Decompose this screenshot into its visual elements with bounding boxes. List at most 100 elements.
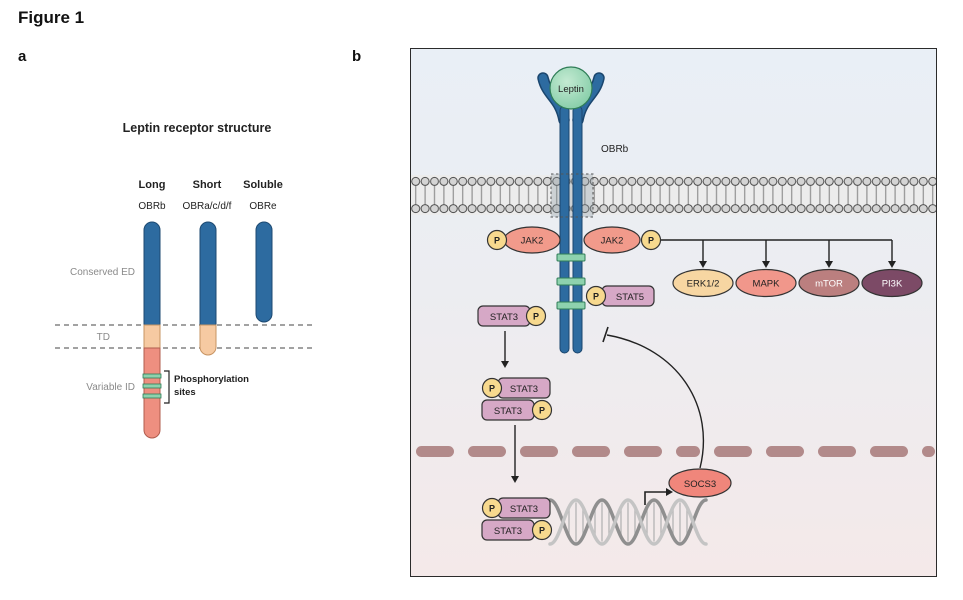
phospho-site-band	[142, 373, 162, 379]
panel-a-title: Leptin receptor structure	[123, 121, 272, 135]
arrowhead	[762, 261, 770, 268]
stat5-label: STAT5	[616, 292, 644, 303]
stat3-label: STAT3	[510, 384, 538, 395]
stat3-label: STAT3	[494, 526, 522, 537]
arrowhead	[825, 261, 833, 268]
stat3-dimer-nucleus: STAT3 P STAT3 P	[481, 497, 553, 541]
long-td-segment	[143, 324, 161, 349]
receptor-phospho-band	[556, 253, 586, 262]
pathway-mapk	[735, 268, 797, 298]
receptor-phospho-band	[556, 277, 586, 286]
receptor-phospho-band	[556, 301, 586, 310]
stat3-dimer-cytoplasm: STAT3 P STAT3 P	[481, 377, 553, 421]
transmembrane-dashed-box	[550, 173, 594, 218]
receptor-soluble-obre	[255, 221, 273, 323]
phospho-p-circle	[481, 377, 503, 399]
pathway-pi3k	[861, 268, 923, 298]
panel-b-border	[410, 48, 937, 577]
arrowhead	[511, 476, 519, 483]
nuclear-membrane-segment	[922, 446, 935, 457]
phospho-p-label: P	[648, 236, 654, 246]
phospho-annotation-line1: Phosphorylation	[174, 374, 249, 385]
isoform-type-long: Long	[139, 179, 166, 191]
receptor-long-obrb	[142, 221, 162, 439]
phospho-p-circle	[585, 285, 607, 307]
phospho-p-label: P	[539, 406, 545, 416]
panel-b-diagram: ERK1/2 MAPK mTOR PI3K Leptin OBRb JAK2 J…	[410, 48, 937, 577]
long-id-segment	[143, 347, 161, 439]
panel-b-label: b	[352, 48, 362, 65]
nuclear-membrane-segment	[468, 446, 506, 457]
phospho-p-label: P	[539, 526, 545, 536]
panel-a-diagram: Leptin receptor structure Long Short Sol…	[55, 121, 315, 439]
arrowhead	[888, 261, 896, 268]
region-label-variable-id: Variable ID	[86, 382, 135, 393]
downstream-pathway-arrows	[661, 239, 896, 268]
arrowhead	[501, 361, 509, 368]
nuclear-membrane-segment	[520, 446, 558, 457]
phospho-p-circle	[481, 497, 503, 519]
phospho-p-label: P	[489, 384, 495, 394]
dna-helix	[548, 498, 708, 546]
receptor-stalk-left	[559, 105, 570, 354]
short-td-segment	[199, 324, 217, 356]
isoform-name-obracdf: OBRa/c/d/f	[183, 201, 232, 212]
transcription-arrow	[644, 491, 666, 505]
phospho-p-label: P	[533, 312, 539, 322]
isoform-type-short: Short	[193, 179, 222, 191]
dna-strand-front	[548, 498, 708, 546]
pathway-mtor	[798, 268, 860, 298]
nuclear-membrane-segment	[714, 446, 752, 457]
nuclear-membrane	[416, 446, 935, 457]
leptin-ligand	[549, 66, 593, 110]
pathway-erk12-label: ERK1/2	[687, 279, 720, 290]
panel-a-label: a	[18, 48, 27, 65]
plasma-membrane	[411, 174, 936, 217]
socs3-inhibition-line	[606, 334, 705, 469]
pathway-erk12	[672, 268, 734, 298]
stat3-label: STAT3	[510, 504, 538, 515]
phospho-site-band	[142, 383, 162, 389]
stat3-label: STAT3	[490, 312, 518, 323]
receptor-stalk-right	[572, 105, 583, 354]
phospho-p-circle	[486, 229, 508, 251]
nuclear-membrane-segment	[818, 446, 856, 457]
arrowhead	[666, 488, 673, 496]
obrb-receptor	[537, 72, 605, 354]
phospho-p-label: P	[489, 504, 495, 514]
receptor-short-obracdf	[199, 221, 217, 356]
nuclear-membrane-segment	[870, 446, 908, 457]
inhibition-t-bar	[602, 326, 609, 343]
nuclear-membrane-segment	[676, 446, 700, 457]
lipid-bilayer	[411, 175, 936, 215]
phospho-annotation-line2: sites	[174, 387, 196, 398]
pathway-mtor-label: mTOR	[815, 279, 843, 290]
socs3-label: SOCS3	[684, 479, 716, 490]
phospho-p-circle	[525, 305, 547, 327]
receptor-transmembrane-region	[551, 174, 593, 217]
phospho-p-label: P	[494, 236, 500, 246]
jak2-left-label: JAK2	[521, 236, 544, 247]
dna-rungs	[568, 502, 688, 542]
arrowhead	[699, 261, 707, 268]
leptin-label: Leptin	[558, 84, 584, 95]
nuclear-membrane-segment	[416, 446, 454, 457]
isoform-name-obrb: OBRb	[138, 201, 166, 212]
socs3-protein	[668, 468, 732, 498]
pathway-pi3k-label: PI3K	[882, 279, 903, 290]
isoform-type-soluble: Soluble	[243, 179, 283, 191]
phospho-p-circle	[531, 519, 553, 541]
nuclear-membrane-segment	[572, 446, 610, 457]
phospho-p-circle	[531, 399, 553, 421]
pathway-mapk-label: MAPK	[753, 279, 781, 290]
figure-title: Figure 1	[18, 8, 85, 27]
stat3-label: STAT3	[494, 406, 522, 417]
short-ed-segment	[199, 221, 217, 326]
dna-strand-back	[548, 498, 708, 546]
nuclear-membrane-segment	[766, 446, 804, 457]
phospho-p-label: P	[593, 292, 599, 302]
jak2-right-label: JAK2	[601, 236, 624, 247]
jak2-right	[583, 226, 641, 254]
phospho-sites-bracket	[164, 370, 170, 404]
